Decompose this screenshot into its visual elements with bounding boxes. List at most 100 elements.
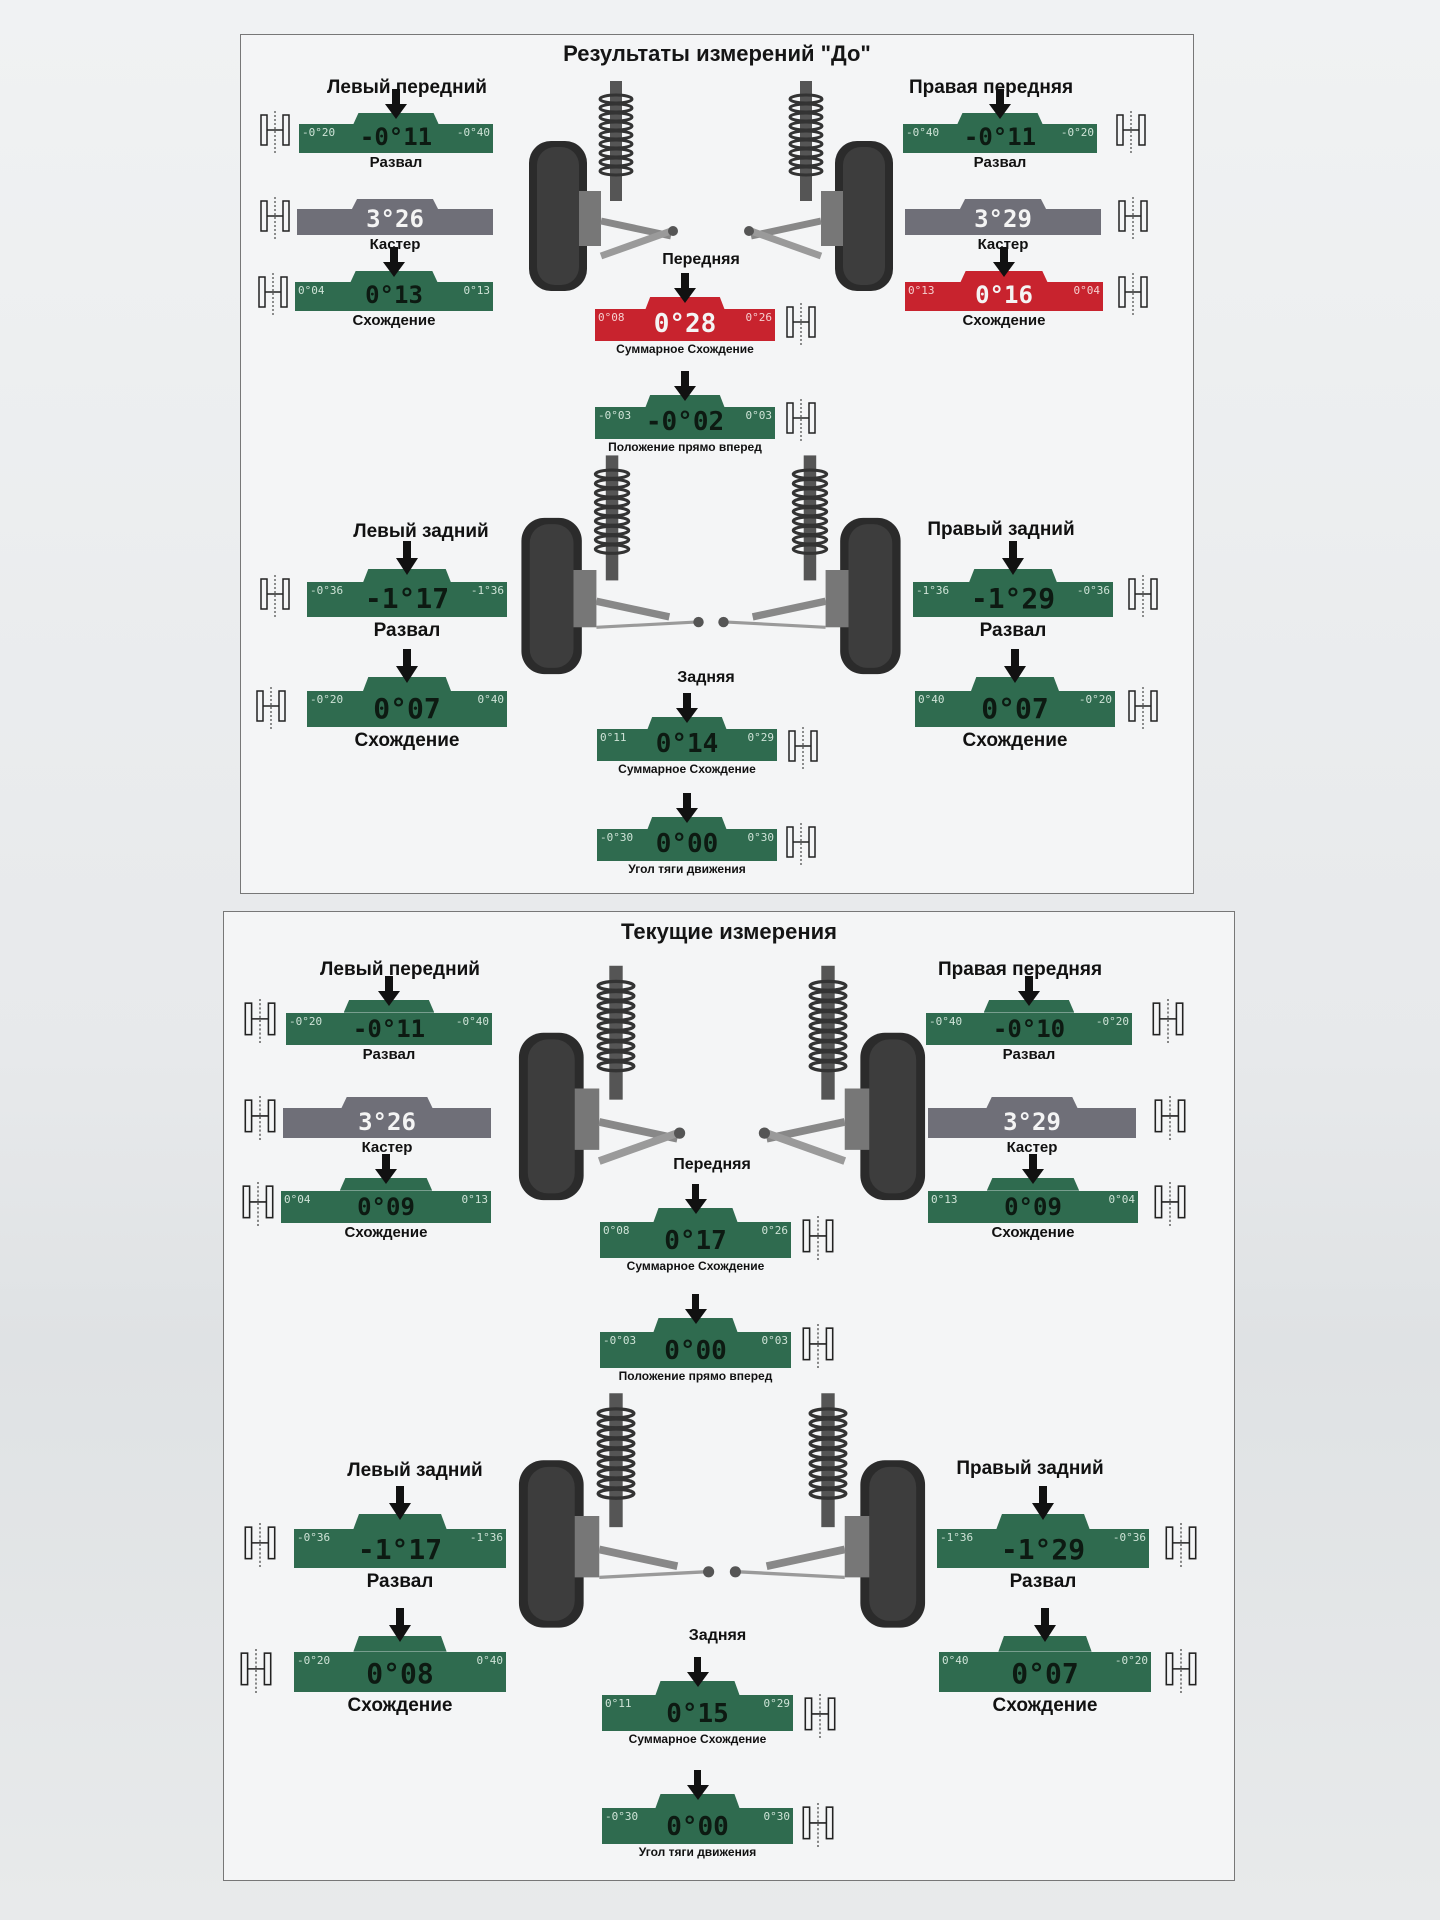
range-min: 0°04 xyxy=(284,1192,311,1206)
lr-camber-gauge: -0°36-1°36-1°17 xyxy=(294,1514,506,1568)
toe-diagram-icon xyxy=(1128,687,1158,729)
gauge-label: Схождение xyxy=(991,1224,1075,1241)
range-min: 0°11 xyxy=(605,1697,632,1710)
toe-diagram-icon xyxy=(258,273,288,315)
thrust-diagram-icon xyxy=(786,823,816,865)
range-max: 0°03 xyxy=(761,1334,789,1347)
gauge-label: Кастер xyxy=(977,236,1029,253)
front-axle-label: Передняя xyxy=(673,1156,751,1173)
gauge-label: Развал xyxy=(979,620,1047,641)
range-max: 0°13 xyxy=(463,284,491,298)
camber-diagram-icon xyxy=(244,1522,276,1568)
gauge-label: Кастер xyxy=(361,1139,413,1156)
range-max: 0°29 xyxy=(747,731,775,745)
lr-camber-gauge: -0°36-1°36-1°17 xyxy=(307,569,507,617)
rf-camber-gauge: -0°40-0°20-0°10 xyxy=(926,1000,1132,1045)
gauge-label: Развал xyxy=(362,1046,416,1063)
range-min: -0°30 xyxy=(600,831,634,845)
rf-caster-gauge: 3°29 xyxy=(928,1097,1136,1138)
measurement-value: 3°26 xyxy=(358,1108,416,1136)
front-suspension-illustration xyxy=(529,81,893,291)
measurement-value: -1°17 xyxy=(364,582,450,615)
range-min: -1°36 xyxy=(916,584,950,598)
right-front-heading: Правая передняя xyxy=(937,959,1103,980)
toe-diagram-icon xyxy=(1154,1181,1186,1227)
toe-diagram-icon xyxy=(240,1648,272,1694)
caster-diagram-icon xyxy=(1118,197,1148,239)
measurement-value: -0°11 xyxy=(352,1015,426,1043)
measurement-value: 0°14 xyxy=(655,729,719,759)
camber-diagram-icon xyxy=(244,998,276,1044)
toe-diagram-icon xyxy=(1118,273,1148,315)
range-max: -0°20 xyxy=(1095,1014,1129,1028)
range-min: 0°13 xyxy=(931,1192,958,1206)
range-min: -0°20 xyxy=(302,126,336,140)
measurement-value: 0°08 xyxy=(366,1657,434,1690)
gauge-label: Кастер xyxy=(1006,1139,1058,1156)
measurement-value: -1°29 xyxy=(970,582,1056,615)
thrust-diagram-icon xyxy=(802,1802,834,1848)
range-max: 0°29 xyxy=(763,1697,791,1710)
gauge-label: Развал xyxy=(369,154,423,171)
camber-diagram-icon xyxy=(260,575,290,617)
left-rear-heading: Левый задний xyxy=(347,1460,483,1481)
straight-ahead-diagram-icon xyxy=(802,1323,834,1369)
measurement-value: 0°09 xyxy=(357,1193,415,1221)
gauge-label: Угол тяги движения xyxy=(628,862,746,876)
range-max: 0°40 xyxy=(477,693,505,706)
measurement-value: 0°07 xyxy=(373,692,441,725)
measurement-value: 0°00 xyxy=(664,1336,727,1366)
rr-camber-gauge: -1°36-0°36-1°29 xyxy=(937,1514,1149,1568)
range-min: 0°08 xyxy=(598,311,625,325)
camber-diagram-icon xyxy=(1165,1522,1197,1568)
gauge-label: Развал xyxy=(366,1571,434,1592)
total-toe-diagram-icon xyxy=(788,727,818,769)
caster-diagram-icon xyxy=(1154,1095,1186,1141)
range-max: 0°04 xyxy=(1073,284,1101,298)
range-max: 0°40 xyxy=(476,1653,504,1667)
gauge-label: Схождение xyxy=(962,312,1046,329)
camber-diagram-icon xyxy=(1128,575,1158,617)
rear-suspension-illustration xyxy=(521,455,901,675)
caster-diagram-icon xyxy=(244,1095,276,1141)
measurement-value: 0°13 xyxy=(365,281,423,309)
gauge-label: Суммарное Схождение xyxy=(616,342,754,356)
lr-toe-gauge: -0°20 0°40 0°07 xyxy=(307,677,507,727)
range-max: -0°20 xyxy=(1078,693,1112,706)
range-min: -0°03 xyxy=(603,1334,637,1347)
range-min: 0°40 xyxy=(942,1653,969,1667)
right-rear-heading: Правый задний xyxy=(927,519,1075,540)
range-min: 0°40 xyxy=(918,693,945,706)
range-min: -0°20 xyxy=(297,1653,331,1667)
range-max: -1°36 xyxy=(469,1531,503,1545)
range-min: -0°30 xyxy=(605,1810,639,1823)
measurement-value: 0°17 xyxy=(664,1226,727,1256)
lf-caster-gauge: 3°26 xyxy=(283,1097,491,1138)
camber-diagram-icon xyxy=(1116,111,1146,153)
gauge-label: Схождение xyxy=(347,1695,453,1716)
straight-ahead-diagram-icon xyxy=(786,399,816,441)
range-min: -0°20 xyxy=(310,693,344,706)
measurement-value: 0°16 xyxy=(975,281,1033,309)
panel-title: Текущие измерения xyxy=(620,919,837,944)
caster-diagram-icon xyxy=(260,197,290,239)
gauge-label: Суммарное Схождение xyxy=(618,762,756,776)
measurement-value: -0°11 xyxy=(359,123,433,151)
camber-diagram-icon xyxy=(260,111,290,153)
gauge-label: Положение прямо вперед xyxy=(608,440,762,454)
total-toe-diagram-icon xyxy=(804,1693,836,1739)
range-max: 0°26 xyxy=(761,1224,789,1237)
measurement-value: -1°29 xyxy=(1000,1533,1086,1566)
range-min: -0°40 xyxy=(906,126,940,140)
range-min: -0°40 xyxy=(929,1014,963,1028)
